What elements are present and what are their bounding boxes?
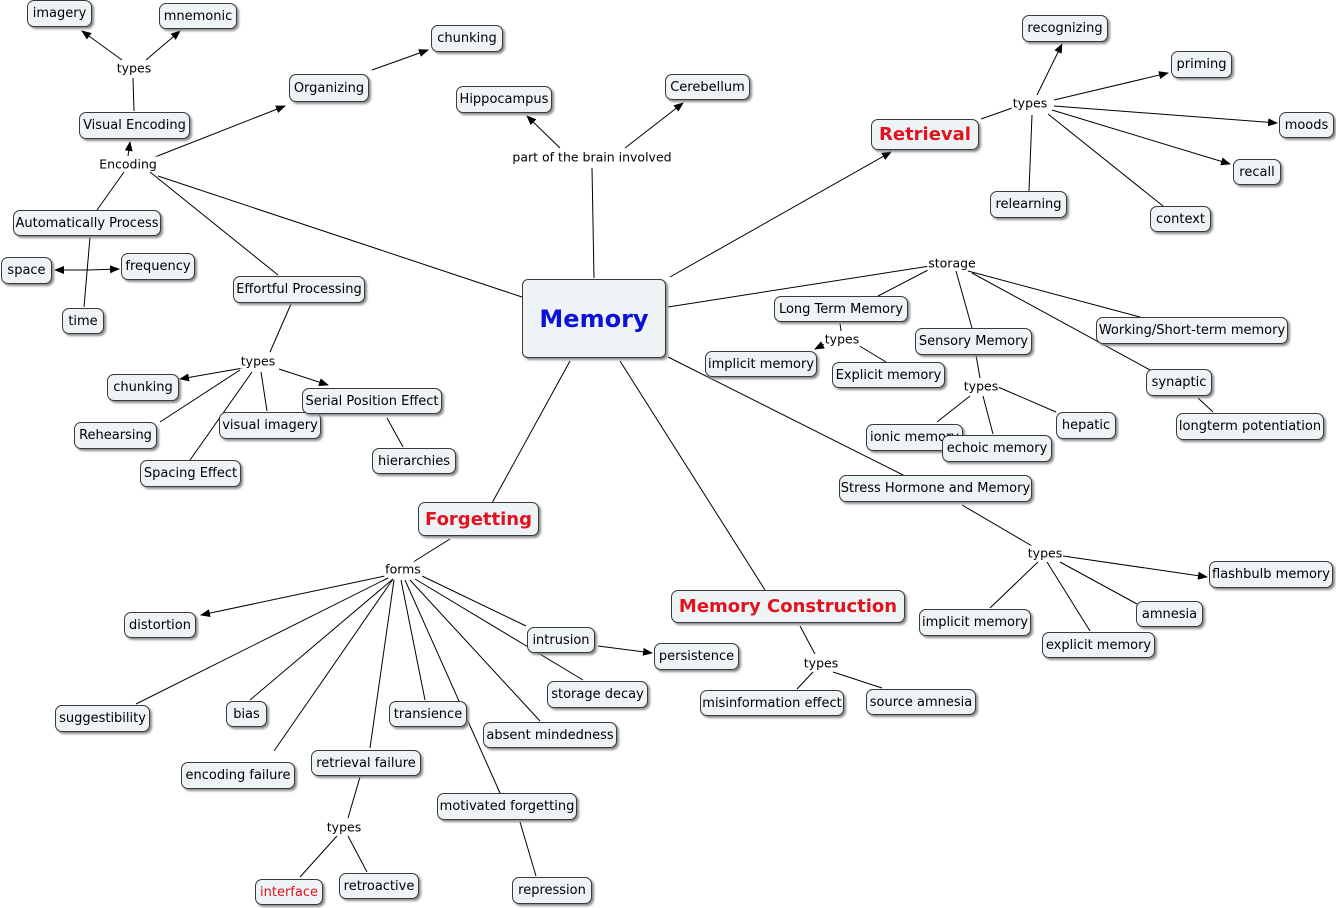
long-term-memory-node[interactable]: Long Term Memory xyxy=(774,296,908,322)
repression-node[interactable]: repression xyxy=(512,877,592,904)
forms-label: forms xyxy=(384,561,422,577)
storage-label: storage xyxy=(927,255,977,271)
effortful-types-label: types xyxy=(239,353,277,369)
relearning-node[interactable]: relearning xyxy=(990,191,1067,218)
sensory-memory-node[interactable]: Sensory Memory xyxy=(915,328,1032,355)
motivated-forgetting-node[interactable]: motivated forgetting xyxy=(437,793,577,820)
organizing-node[interactable]: Organizing xyxy=(289,74,369,102)
retroactive-node[interactable]: retroactive xyxy=(339,873,419,899)
stress-hormone-node[interactable]: Stress Hormone and Memory xyxy=(839,475,1032,502)
implicit-memory-stress-node[interactable]: implicit memory xyxy=(919,609,1031,636)
retrieval-types-label: types xyxy=(1011,95,1049,111)
encoding-label: Encoding xyxy=(98,156,158,172)
flashbulb-memory-node[interactable]: flashbulb memory xyxy=(1209,561,1333,588)
construction-types-label: types xyxy=(802,655,840,671)
chunking-effortful-node[interactable]: chunking xyxy=(107,374,179,401)
working-memory-node[interactable]: Working/Short-term memory xyxy=(1096,317,1288,344)
moods-node[interactable]: moods xyxy=(1279,112,1334,138)
visual-imagery-node[interactable]: visual imagery xyxy=(219,412,321,439)
retrieval-failure-types-label: types xyxy=(325,819,363,835)
stress-types-label: types xyxy=(1026,545,1064,561)
memory-node[interactable]: Memory xyxy=(522,279,666,358)
mnemonic-node[interactable]: mnemonic xyxy=(159,3,237,29)
imagery-node[interactable]: imagery xyxy=(27,0,92,27)
cerebellum-node[interactable]: Cerebellum xyxy=(665,74,750,100)
hippocampus-node[interactable]: Hippocampus xyxy=(456,86,552,113)
forgetting-node[interactable]: Forgetting xyxy=(418,502,539,536)
spacing-effect-node[interactable]: Spacing Effect xyxy=(140,460,241,487)
hepatic-node[interactable]: hepatic xyxy=(1056,412,1116,439)
absent-mindedness-node[interactable]: absent mindedness xyxy=(483,722,617,748)
suggestibility-node[interactable]: suggestibility xyxy=(55,705,150,732)
priming-node[interactable]: priming xyxy=(1171,51,1232,78)
ltm-types-label: types xyxy=(823,331,861,347)
recognizing-node[interactable]: recognizing xyxy=(1022,15,1108,42)
misinformation-effect-node[interactable]: misinformation effect xyxy=(700,690,844,716)
implicit-memory-ltm-node[interactable]: implicit memory xyxy=(705,351,817,377)
intrusion-node[interactable]: intrusion xyxy=(527,627,595,653)
transience-node[interactable]: transience xyxy=(389,701,467,727)
memory-construction-node[interactable]: Memory Construction xyxy=(671,590,905,623)
encoding-failure-node[interactable]: encoding failure xyxy=(181,762,295,789)
distortion-node[interactable]: distortion xyxy=(124,612,196,638)
interface-node[interactable]: interface xyxy=(255,879,323,905)
retrieval-failure-node[interactable]: retrieval failure xyxy=(311,750,421,776)
source-amnesia-node[interactable]: source amnesia xyxy=(866,689,976,715)
retrieval-node[interactable]: Retrieval xyxy=(871,119,979,150)
amnesia-node[interactable]: amnesia xyxy=(1136,601,1203,627)
explicit-memory-stress-node[interactable]: explicit memory xyxy=(1042,632,1155,658)
echoic-memory-node[interactable]: echoic memory xyxy=(942,435,1052,462)
serial-position-effect-node[interactable]: Serial Position Effect xyxy=(302,388,442,414)
visual-encoding-node[interactable]: Visual Encoding xyxy=(79,112,190,139)
automatically-process-node[interactable]: Automatically Process xyxy=(13,210,161,236)
brain-parts-label: part of the brain involved xyxy=(511,149,673,165)
hierarchies-node[interactable]: hierarchies xyxy=(372,448,456,474)
synaptic-node[interactable]: synaptic xyxy=(1146,369,1212,396)
frequency-node[interactable]: frequency xyxy=(121,253,195,280)
explicit-memory-ltm-node[interactable]: Explicit memory xyxy=(832,362,945,388)
space-node[interactable]: space xyxy=(1,257,52,284)
chunking-organizing-node[interactable]: chunking xyxy=(431,25,503,52)
persistence-node[interactable]: persistence xyxy=(654,643,739,670)
storage-decay-node[interactable]: storage decay xyxy=(547,681,648,708)
rehearsing-node[interactable]: Rehearsing xyxy=(74,422,157,449)
bias-node[interactable]: bias xyxy=(226,701,267,727)
encoding-types-label: types xyxy=(115,60,153,76)
sensory-types-label: types xyxy=(962,378,1000,394)
time-node[interactable]: time xyxy=(62,308,104,334)
recall-node[interactable]: recall xyxy=(1233,159,1281,185)
longterm-potentiation-node[interactable]: longterm potentiation xyxy=(1176,413,1324,440)
effortful-processing-node[interactable]: Effortful Processing xyxy=(233,276,365,303)
context-node[interactable]: context xyxy=(1150,206,1211,232)
